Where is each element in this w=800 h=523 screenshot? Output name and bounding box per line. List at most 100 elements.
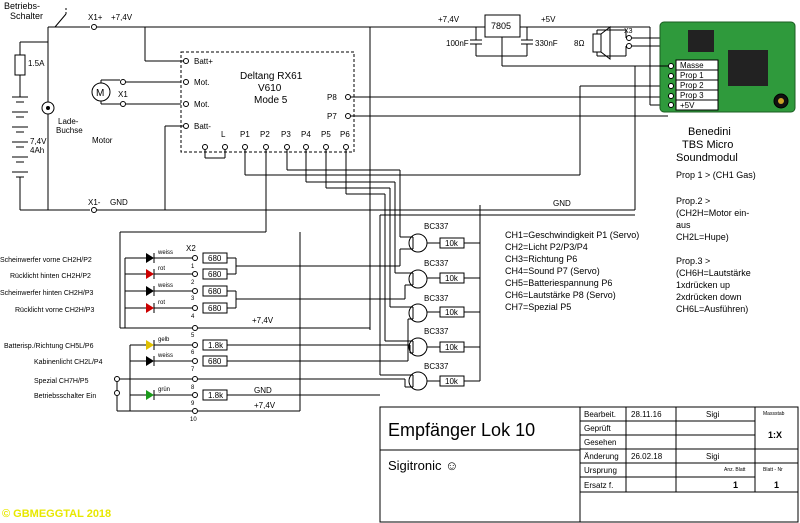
channel-list: CH1=Geschwindigkeit P1 (Servo) CH2=Licht… bbox=[505, 230, 639, 312]
pin-l: L bbox=[221, 130, 226, 139]
v74-top-label: +7,4V bbox=[111, 13, 133, 22]
title-block: Empfänger Lok 10 Sigitronic ☺ Bearbeit. … bbox=[379, 406, 799, 523]
fuse bbox=[14, 54, 26, 76]
regulator-name: 7805 bbox=[491, 21, 511, 31]
battery-capacity: 4Ah bbox=[30, 146, 44, 155]
out-label-4: Rücklicht vorne CH2H/P3 bbox=[15, 307, 94, 314]
gnd-right-label: GND bbox=[553, 199, 571, 208]
note-4: aus bbox=[676, 220, 691, 230]
q2-type: BC337 bbox=[424, 259, 449, 268]
out-color-4: rot bbox=[158, 300, 165, 306]
tb-row-4-date: 26.02.18 bbox=[631, 452, 663, 461]
out-pin-6: 6 bbox=[191, 350, 195, 356]
note-10: 2xdrücken down bbox=[676, 292, 742, 302]
pin-p5: P5 bbox=[321, 130, 331, 139]
out-label-7: Kabinenlicht CH2L/P4 bbox=[34, 359, 103, 366]
fuse-label: 1.5A bbox=[28, 59, 45, 68]
channel-7: CH7=Spezial P5 bbox=[505, 302, 571, 312]
note-0: Prop 1 > (CH1 Gas) bbox=[676, 170, 756, 180]
tb-row-1-label: Bearbeit. bbox=[584, 410, 616, 419]
sm-pin-5v: +5V bbox=[680, 101, 695, 110]
pin-p4: P4 bbox=[301, 130, 311, 139]
power-section: Betriebs- Schalter X1+ +7,4V 1.5A 7,4V 4… bbox=[4, 1, 635, 213]
out-color-1: weiss bbox=[157, 250, 173, 256]
charge-socket-label-2: Buchse bbox=[56, 126, 83, 135]
sheet-number-label: Blatt - Nr bbox=[763, 467, 783, 473]
charge-socket-label-1: Lade- bbox=[58, 117, 79, 126]
motor-m: M bbox=[96, 88, 104, 99]
scale-label: Massstab bbox=[763, 411, 785, 417]
out-pin-8: 8 bbox=[191, 385, 195, 391]
out-color-3: weiss bbox=[157, 283, 173, 289]
out-label-8: Spezial CH7H/P5 bbox=[34, 378, 89, 385]
speaker-connector: X3 bbox=[624, 28, 633, 35]
motor-connector: X1 bbox=[118, 90, 128, 99]
regulator-section: +7,4V 7805 +5V 100nF 330nF bbox=[438, 14, 668, 106]
sm-pin-prop1: Prop 1 bbox=[680, 71, 704, 80]
reg-vin-label: +7,4V bbox=[438, 15, 460, 24]
sheet-count-label: Anz. Blatt bbox=[724, 467, 746, 473]
x2-gnd-label: GND bbox=[254, 386, 272, 395]
tb-row-5-label: Ursprung bbox=[584, 466, 617, 475]
out-pin-3: 3 bbox=[191, 296, 195, 302]
out-pin-2: 2 bbox=[191, 280, 195, 286]
speaker-symbol bbox=[592, 33, 602, 53]
note-9: 1xdrücken up bbox=[676, 280, 730, 290]
pin-p1: P1 bbox=[240, 130, 250, 139]
out-label-2: Rücklicht hinten CH2H/P2 bbox=[10, 273, 91, 280]
tb-row-3-label: Gesehen bbox=[584, 438, 616, 447]
tb-row-4-name: Sigi bbox=[706, 452, 720, 461]
out-res-1: 680 bbox=[208, 254, 222, 263]
q1-type: BC337 bbox=[424, 222, 449, 231]
note-5: CH2L=Hupe) bbox=[676, 232, 729, 242]
pin-battminus: Batt- bbox=[194, 122, 211, 131]
battery-voltage: 7,4V bbox=[30, 137, 47, 146]
channel-2: CH2=Licht P2/P3/P4 bbox=[505, 242, 588, 252]
out-pin-9: 9 bbox=[191, 401, 195, 407]
sm-pin-masse: Masse bbox=[680, 61, 704, 70]
out-color-7: weiss bbox=[157, 353, 173, 359]
note-3: (CH2H=Motor ein- bbox=[676, 208, 749, 218]
soundmodule-section: Masse Prop 1 Prop 2 Prop 3 +5V Benedini … bbox=[634, 21, 796, 210]
battery-symbol bbox=[12, 96, 28, 178]
q1-resistor: 10k bbox=[445, 239, 459, 248]
pin-p7: P7 bbox=[327, 112, 337, 121]
out-pin-7: 7 bbox=[191, 367, 195, 373]
x1-plus-label: X1+ bbox=[88, 13, 103, 22]
channel-1: CH1=Geschwindigkeit P1 (Servo) bbox=[505, 230, 639, 240]
company-name: Sigitronic ☺ bbox=[388, 458, 458, 473]
out-label-9: Betriebsschalter Ein bbox=[34, 393, 96, 400]
x2-pin-10: 10 bbox=[190, 417, 197, 423]
tb-row-4-label: Änderung bbox=[584, 452, 619, 461]
tb-row-2-label: Geprüft bbox=[584, 424, 611, 433]
pin-p2: P2 bbox=[260, 130, 270, 139]
note-8: (CH6H=Lautstärke bbox=[676, 268, 751, 278]
x2-v74-top: +7,4V bbox=[252, 316, 274, 325]
sound-notes: Prop 1 > (CH1 Gas) Prop.2 > (CH2H=Motor … bbox=[676, 170, 756, 314]
sheet-count: 1 bbox=[733, 480, 738, 490]
note-2: Prop.2 > bbox=[676, 196, 710, 206]
pin-mot1: Mot. bbox=[194, 78, 210, 87]
out-pin-1: 1 bbox=[191, 264, 195, 270]
out-res-7: 680 bbox=[208, 357, 222, 366]
switch-label-2: Schalter bbox=[10, 11, 43, 21]
motor-label: Motor bbox=[92, 136, 113, 145]
out-pin-4: 4 bbox=[191, 314, 195, 320]
q2-resistor: 10k bbox=[445, 274, 459, 283]
out-label-3: Scheinwerfer hinten CH2H/P3 bbox=[0, 290, 93, 297]
sm-pin-prop3: Prop 3 bbox=[680, 91, 704, 100]
sm-title-1: Benedini bbox=[688, 126, 731, 138]
reg-vout-label: +5V bbox=[541, 15, 556, 24]
cap-in-label: 100nF bbox=[446, 39, 469, 48]
channel-5: CH5=Batteriespannung P6 bbox=[505, 278, 612, 288]
receiver-title-3: Mode 5 bbox=[254, 95, 288, 106]
q4-type: BC337 bbox=[424, 327, 449, 336]
copyright: © GBMEGGTAL 2018 bbox=[2, 508, 111, 520]
receiver-title-1: Deltang RX61 bbox=[240, 71, 303, 82]
note-7: Prop.3 > bbox=[676, 256, 710, 266]
out-res-6: 1.8k bbox=[208, 341, 224, 350]
out-color-2: rot bbox=[158, 266, 165, 272]
out-res-2: 680 bbox=[208, 270, 222, 279]
tb-row-6-label: Ersatz f. bbox=[584, 481, 613, 490]
